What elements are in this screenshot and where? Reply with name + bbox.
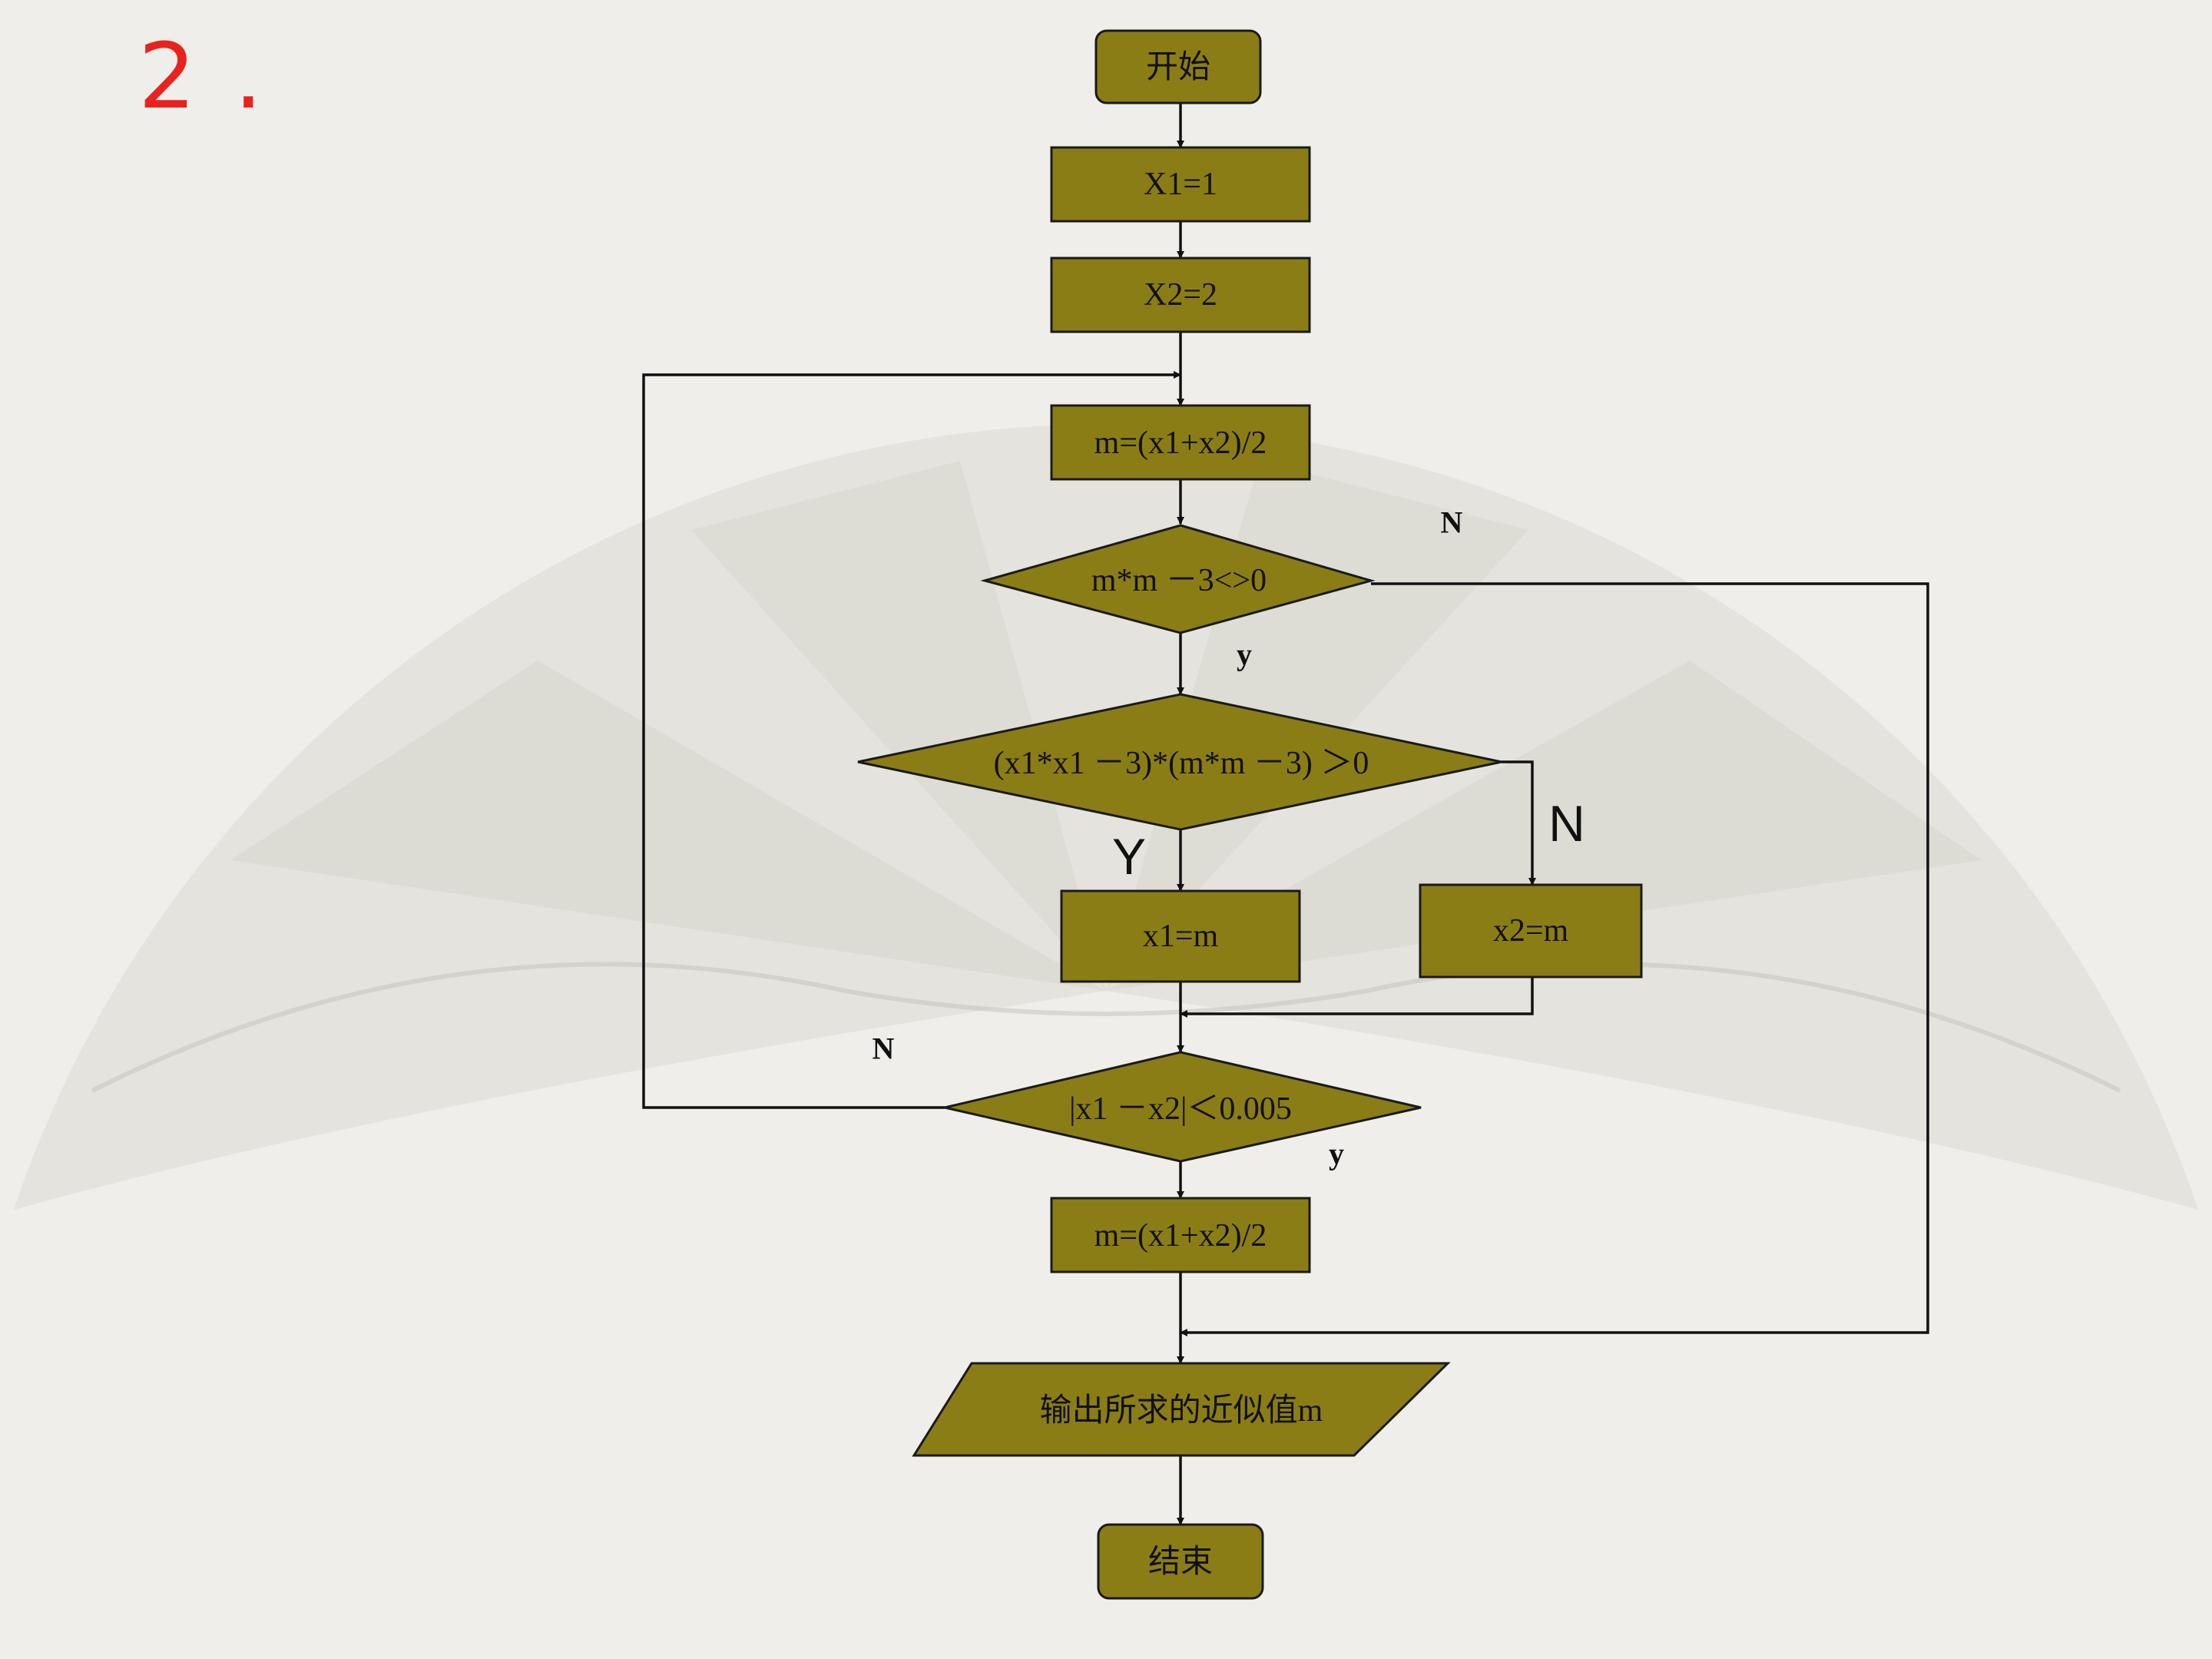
cond-tolerance-label: |x1 －x2|＜0.005 [1069, 1091, 1292, 1127]
end-node [1097, 1523, 1264, 1600]
output-node [912, 1362, 1451, 1457]
cond-sign-label: (x1*x1 －3)*(m*m －3) ＞0 [994, 746, 1369, 781]
edge-labels: N y Y N N y [873, 505, 1585, 1171]
output-label: 输出所求的近似值m [1040, 1393, 1323, 1429]
edge-tol-loop [642, 371, 1181, 1109]
assign-x1-label: x1=m [1143, 919, 1219, 954]
end-label: 结束 [1148, 1545, 1213, 1580]
cond2-yes-label: Y [1112, 828, 1146, 885]
cond1-yes-label: y [1237, 637, 1252, 672]
mid-calc-node [1050, 404, 1311, 481]
x2-init-node [1050, 257, 1311, 333]
cond-nonzero-node [980, 524, 1376, 634]
edge-cond1-no [1180, 582, 1929, 1336]
assign-x1-node [1060, 889, 1301, 983]
mid-calc-final-node [1050, 1197, 1311, 1273]
x2-init-label: X2=2 [1144, 277, 1217, 313]
cond2-no-label: N [1548, 795, 1585, 852]
edge-cond2-x2 [1502, 760, 1536, 886]
x1-init-label: X1=1 [1144, 167, 1217, 202]
mid-calc-label: m=(x1+x2)/2 [1094, 426, 1267, 461]
mid-calc-final-label: m=(x1+x2)/2 [1094, 1218, 1267, 1253]
slide-number: 2 . [138, 23, 268, 129]
cond1-no-label: N [1441, 505, 1463, 540]
assign-x2-label: x2=m [1493, 913, 1569, 949]
connectors [642, 103, 1929, 1525]
start-node [1094, 29, 1262, 104]
cond-tolerance-node [944, 1051, 1422, 1163]
node-shapes [857, 29, 1643, 1600]
start-label: 开始 [1146, 50, 1210, 85]
edge-x2-merge [1180, 977, 1534, 1018]
node-labels: 开始 X1=1 X2=2 m=(x1+x2)/2 m*m －3<>0 (x1*x… [994, 50, 1569, 1580]
cond-nonzero-label: m*m －3<>0 [1091, 563, 1267, 598]
tol-no-label: N [873, 1031, 895, 1066]
x1-init-node [1050, 146, 1311, 223]
tol-yes-label: y [1329, 1137, 1344, 1171]
cond-sign-node [857, 693, 1502, 831]
assign-x2-node [1419, 883, 1643, 979]
